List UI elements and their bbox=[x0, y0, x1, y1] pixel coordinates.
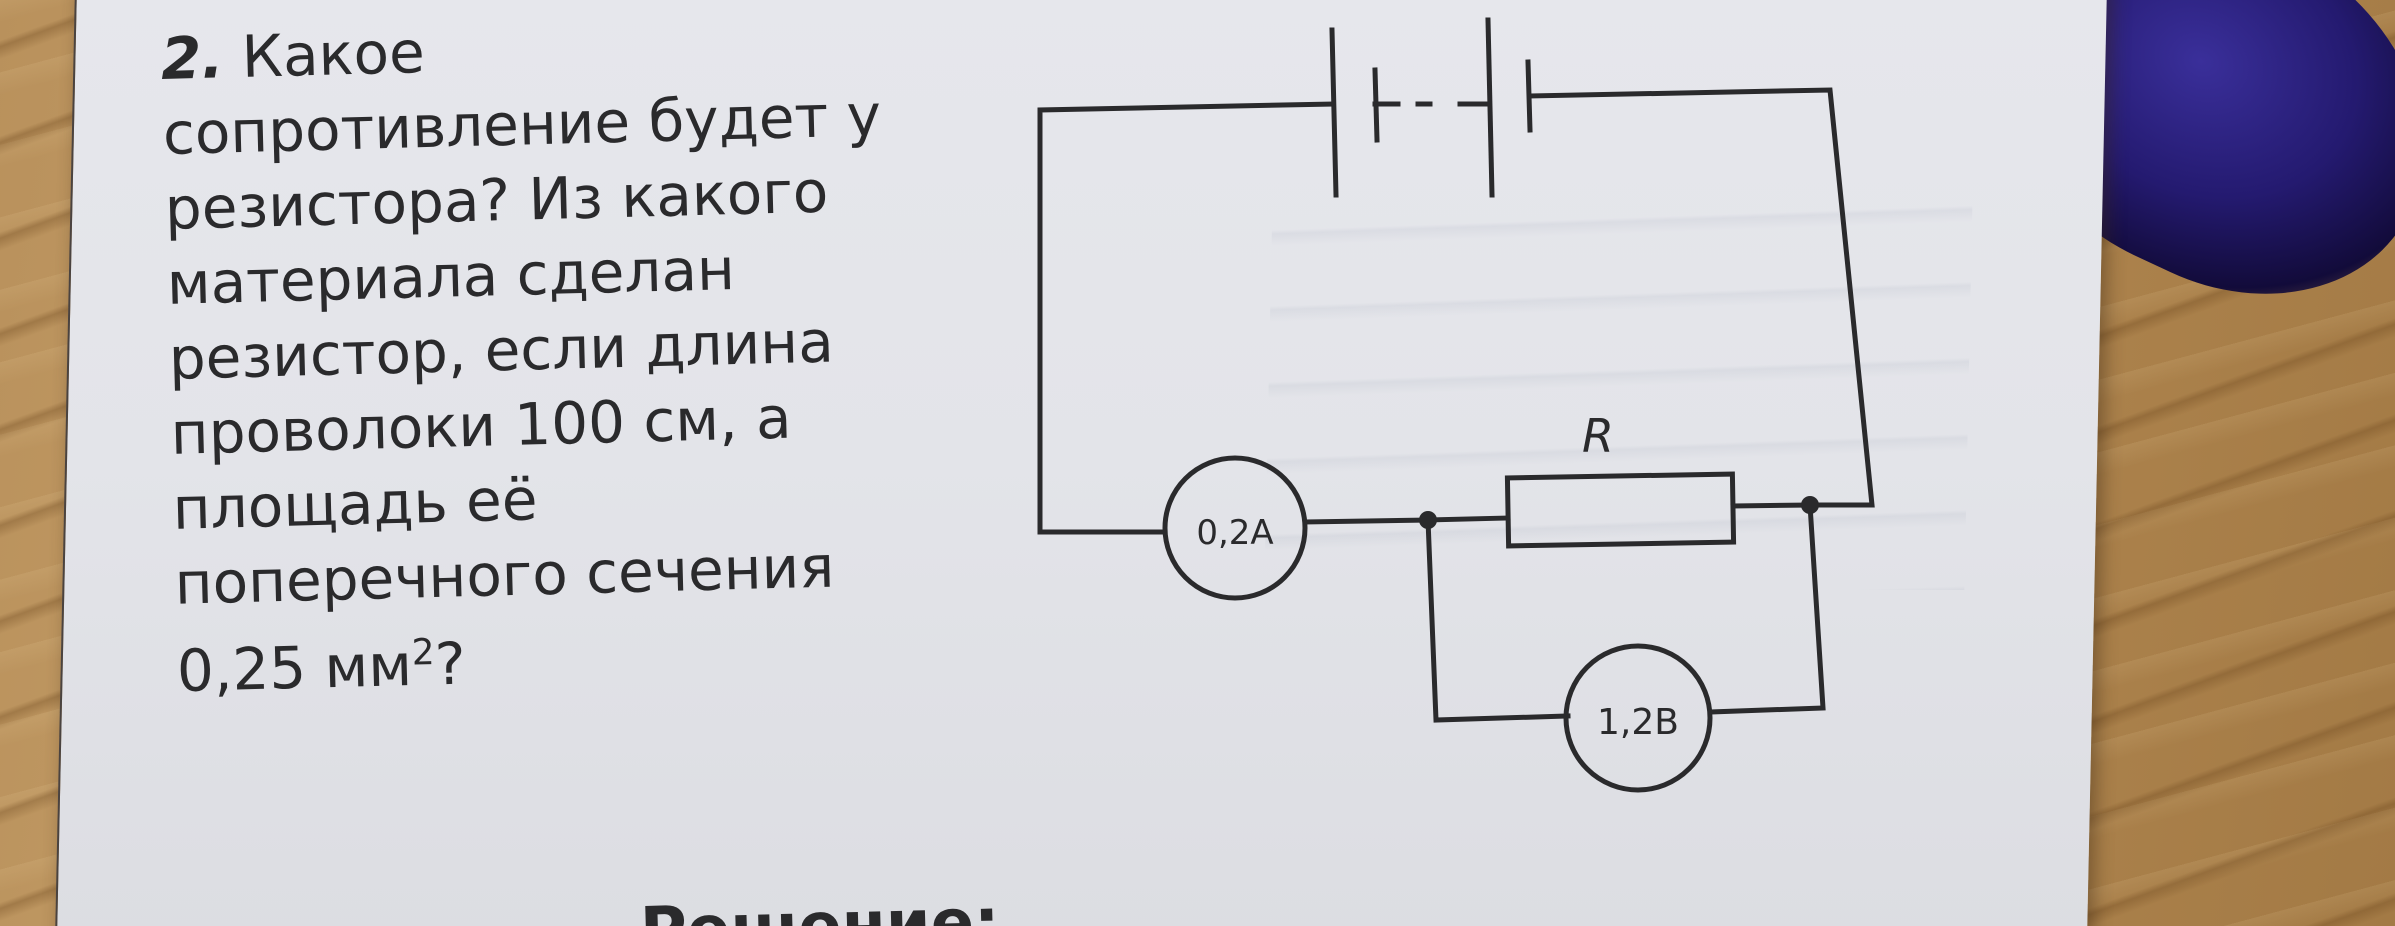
resistor-body bbox=[1504, 471, 1737, 549]
ammeter-label: 0,2A bbox=[1196, 513, 1273, 553]
wire-left-top bbox=[1037, 101, 1335, 535]
wire-voltmeter-right bbox=[1707, 502, 1826, 715]
junction-dot-right bbox=[1801, 496, 1819, 514]
battery-plate-long-2 bbox=[1485, 17, 1495, 198]
wire-resistor-to-junction bbox=[1730, 502, 1813, 509]
wire-right bbox=[1527, 87, 1875, 508]
resistor-label: R bbox=[1582, 409, 1614, 463]
wire-ammeter-to-junction bbox=[1302, 517, 1431, 525]
ammeter-circle bbox=[1162, 455, 1308, 601]
wire-to-resistor bbox=[1425, 515, 1511, 523]
wire-voltmeter-left bbox=[1425, 517, 1571, 723]
battery-plate-long-1 bbox=[1329, 27, 1339, 198]
voltmeter-label: 1,2B bbox=[1597, 702, 1679, 743]
junction-dot-left bbox=[1419, 511, 1437, 529]
voltmeter-circle bbox=[1563, 643, 1713, 793]
